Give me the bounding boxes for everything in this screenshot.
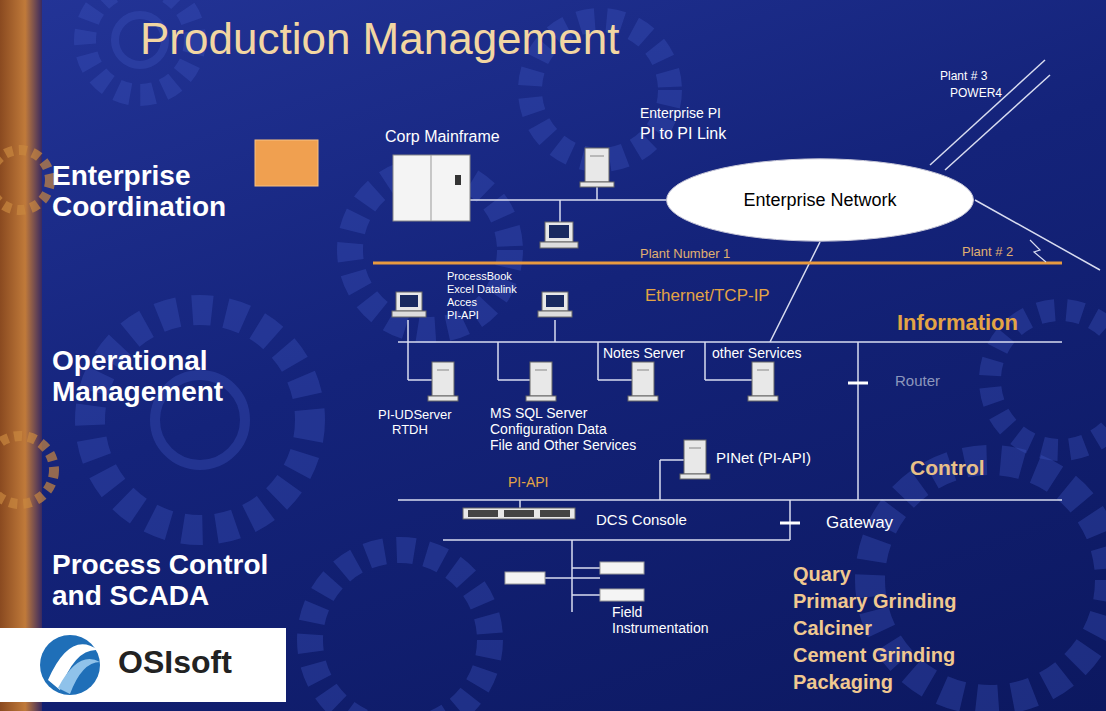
device-label: MS SQL Server: [490, 406, 588, 422]
software-label: ProcessBook: [447, 270, 512, 282]
logo-mark: [40, 635, 100, 695]
enterprise-divider: [373, 262, 1062, 265]
router-mark: [848, 382, 868, 385]
device-label: Enterprise PI: [640, 106, 721, 122]
device-label: Corp Mainframe: [385, 128, 500, 146]
network-ellipse: Enterprise Network: [665, 158, 975, 242]
device-label: Router: [895, 373, 940, 390]
layer-label: Information: [897, 311, 1018, 336]
logo-panel: [0, 628, 286, 702]
software-label: Acces: [447, 296, 477, 308]
software-label: PI-API: [447, 309, 479, 321]
process-area: Cement Grinding: [793, 644, 955, 666]
logo-text: OSIsoft: [118, 645, 232, 681]
process-area: Packaging: [793, 671, 893, 693]
device-label: Notes Server: [603, 346, 685, 362]
process-area: Calciner: [793, 617, 872, 639]
diagram-title: Production Management: [140, 14, 619, 64]
left-strip: [0, 0, 42, 711]
device-label: Configuration Data: [490, 422, 607, 438]
dcs-console-icon: [463, 508, 575, 519]
site-label: Plant Number 1: [640, 247, 730, 262]
site-label: POWER4: [950, 87, 1002, 100]
device-label: PINet (PI-API): [716, 450, 811, 467]
site-label: Plant # 3: [940, 70, 987, 83]
process-area: Primary Grinding: [793, 590, 956, 612]
level-heading: Process Control and SCADA: [52, 549, 302, 612]
device-label: PI to PI Link: [640, 125, 726, 143]
level-heading: Operational Management: [52, 345, 287, 408]
mainframe-icon: [393, 155, 470, 221]
gateway-mark: [780, 522, 800, 525]
device-label: other Services: [712, 346, 801, 362]
ellipse-shape: [667, 159, 974, 241]
device-label: Gateway: [826, 513, 893, 532]
device-label: Field Instrumentation: [612, 605, 737, 636]
device-label: DCS Console: [596, 512, 687, 529]
layer-label: Control: [910, 456, 985, 480]
software-label: Excel Datalink: [447, 283, 517, 295]
gear-decor: [85, 0, 1106, 711]
orange-square: [255, 140, 318, 186]
level-heading: Enterprise Coordination: [52, 160, 267, 223]
wan-link: [1030, 240, 1046, 262]
strip-gears: [0, 150, 54, 504]
node-text: Enterprise Network: [743, 190, 896, 211]
network-wires: [398, 60, 1100, 612]
field-instruments: [505, 562, 644, 601]
network-label: PI-API: [508, 475, 548, 491]
site-label: Plant # 2: [962, 245, 1013, 260]
device-label: File and Other Services: [490, 438, 636, 454]
device-label: RTDH: [392, 423, 428, 438]
workstation-icons: [392, 222, 578, 317]
device-label: PI-UDServer: [378, 408, 452, 423]
process-area: Quary: [793, 563, 851, 585]
network-label: Ethernet/TCP-IP: [645, 286, 770, 305]
